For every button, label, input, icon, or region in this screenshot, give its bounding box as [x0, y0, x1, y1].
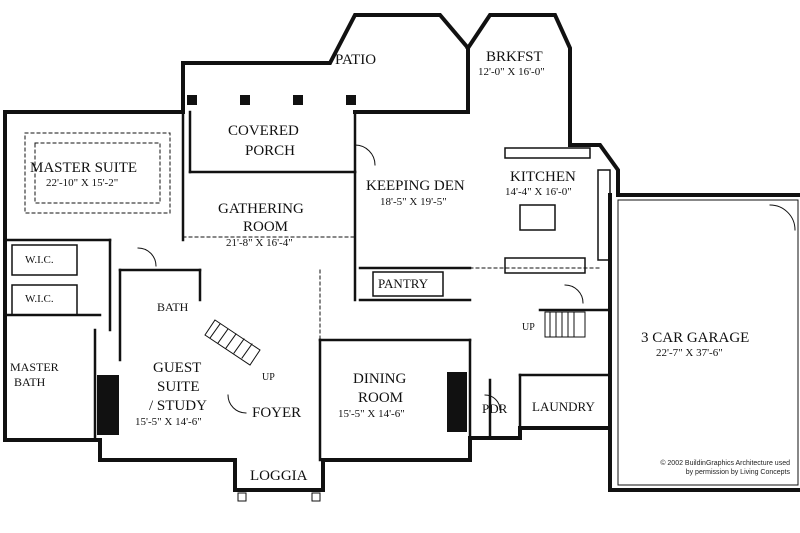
stair-up-label-left: UP	[262, 372, 275, 383]
loggia-posts	[237, 492, 321, 502]
room-guest-suite-line3: / STUDY	[149, 398, 207, 414]
room-bath-name: BATH	[157, 300, 189, 314]
copyright-credit: © 2002 BuildinGraphics Architecture used…	[620, 460, 790, 478]
room-master-bath-line2: BATH	[14, 375, 46, 389]
room-covered-porch-line2: PORCH	[245, 143, 296, 159]
room-garage-dim: 22'-7" X 37'-6"	[656, 347, 723, 359]
fireplaces	[97, 372, 467, 435]
pantry-box	[372, 271, 444, 297]
room-patio-name: PATIO	[335, 52, 377, 68]
room-brkfst-name: BRKFST	[486, 49, 543, 65]
room-covered-porch-line1: COVERED	[228, 123, 299, 139]
room-garage-name: 3 CAR GARAGE	[641, 330, 750, 346]
room-loggia-name: LOGGIA	[250, 468, 308, 484]
porch-columns	[187, 95, 356, 105]
credit-line-1: © 2002 BuildinGraphics Architecture used	[660, 460, 790, 467]
stair-up-label-right: UP	[522, 322, 535, 333]
room-pantry-name: PANTRY	[378, 276, 429, 291]
room-kitchen-name: KITCHEN	[510, 169, 576, 185]
room-dining-line1: DINING	[353, 371, 407, 387]
room-gathering-line1: GATHERING	[218, 201, 304, 217]
room-gathering-line2: ROOM	[243, 219, 289, 235]
room-master-suite-name: MASTER SUITE	[30, 160, 138, 176]
room-keeping-den-dim: 18'-5" X 19'-5"	[380, 196, 447, 208]
garage-interior	[617, 199, 799, 486]
room-master-bath-line1: MASTER	[10, 360, 59, 374]
ceiling-lines	[24, 132, 601, 341]
main-stair	[204, 319, 261, 366]
room-wic-lower: W.I.C.	[25, 293, 54, 305]
kitchen-counters	[504, 147, 611, 274]
door-swings	[137, 144, 796, 414]
closets	[11, 244, 78, 316]
room-pdr-name: PDR	[482, 401, 508, 416]
room-keeping-den-name: KEEPING DEN	[366, 178, 465, 194]
room-guest-suite-dim: 15'-5" X 14'-6"	[135, 416, 202, 428]
room-guest-suite-line2: SUITE	[157, 379, 200, 395]
room-kitchen-dim: 14'-4" X 16'-0"	[505, 186, 572, 198]
room-laundry-name: LAUNDRY	[532, 399, 595, 414]
room-gathering-dim: 21'-8" X 16'-4"	[226, 237, 293, 249]
room-dining-dim: 15'-5" X 14'-6"	[338, 408, 405, 420]
garage-stair	[544, 311, 586, 338]
room-guest-suite-line1: GUEST	[153, 360, 202, 376]
room-wic-upper: W.I.C.	[25, 254, 54, 266]
room-foyer-name: FOYER	[252, 405, 302, 421]
room-brkfst-dim: 12'-0" X 16'-0"	[478, 66, 545, 78]
room-dining-line2: ROOM	[358, 390, 404, 406]
room-master-suite-dim: 22'-10" X 15'-2"	[46, 177, 119, 189]
credit-line-2: by permission by Living Concepts	[685, 468, 790, 476]
